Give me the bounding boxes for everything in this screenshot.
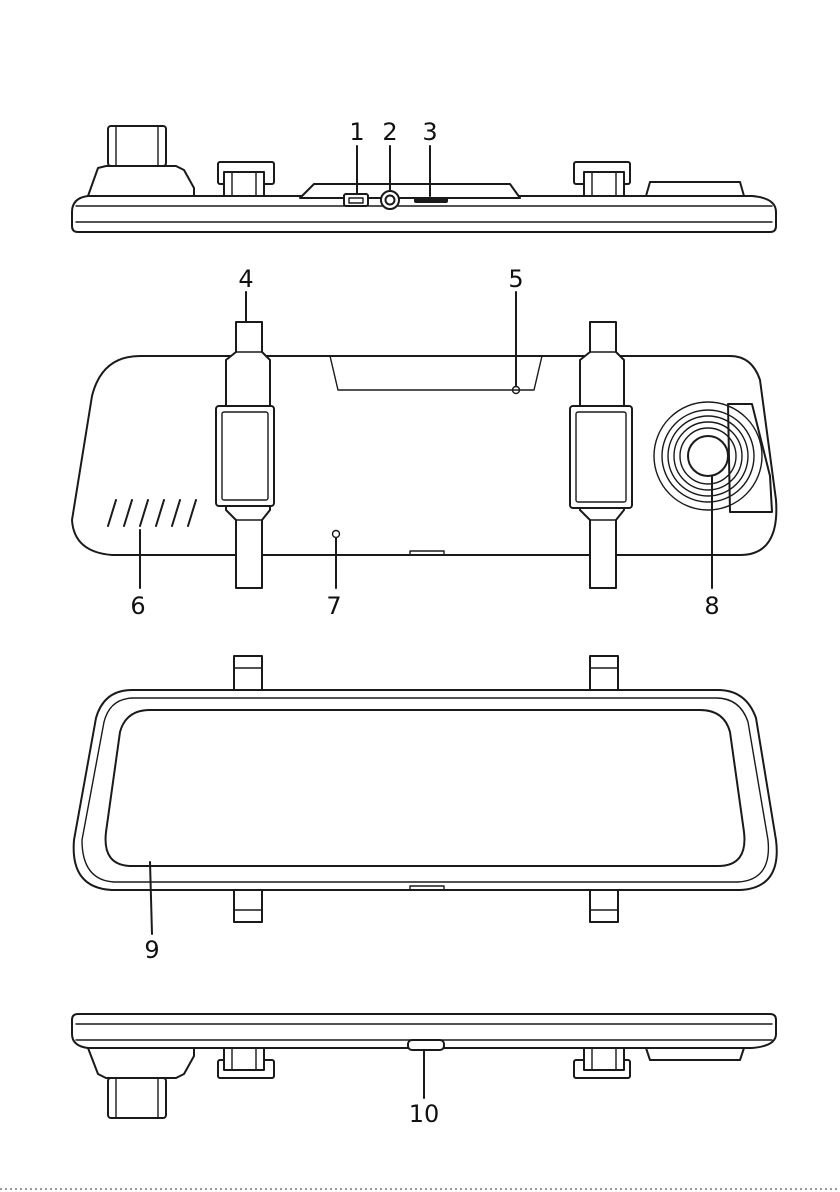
sd-card-slot <box>414 197 448 203</box>
top-clip-left <box>218 162 274 196</box>
callout-2: 2 <box>382 118 397 146</box>
mirror-screen <box>106 710 745 866</box>
mirror-back-body <box>72 356 776 555</box>
callout-4: 4 <box>238 265 253 293</box>
rear-camera-lens-bottom <box>88 1048 194 1118</box>
callout-8: 8 <box>704 592 719 620</box>
callout-10: 10 <box>409 1100 440 1128</box>
bottom-clip-right <box>574 1048 630 1078</box>
front-view: 9 <box>74 656 777 964</box>
mini-usb-port <box>344 194 368 206</box>
top-right-bracket <box>646 182 744 196</box>
callout-7: 7 <box>326 592 341 620</box>
top-clip-right <box>574 162 630 196</box>
top-edge-view: 1 2 3 <box>72 118 776 232</box>
front-tab-bottom-right <box>590 888 618 922</box>
rear-camera-lens <box>88 126 194 196</box>
front-tab-bottom-left <box>234 888 262 922</box>
callout-6: 6 <box>130 592 145 620</box>
front-tab-top-left <box>234 656 262 690</box>
port-housing <box>300 184 520 198</box>
power-button <box>408 1040 444 1050</box>
bottom-edge-view: 10 <box>72 1014 776 1128</box>
callout-9: 9 <box>144 936 159 964</box>
callout-5: 5 <box>508 265 523 293</box>
bottom-right-bracket <box>646 1048 744 1060</box>
callout-1: 1 <box>349 118 364 146</box>
back-view: 4 5 6 7 8 <box>72 265 776 620</box>
bottom-clip-left <box>218 1048 274 1078</box>
front-tab-top-right <box>590 656 618 690</box>
callout-3: 3 <box>422 118 437 146</box>
av-jack <box>381 191 399 209</box>
